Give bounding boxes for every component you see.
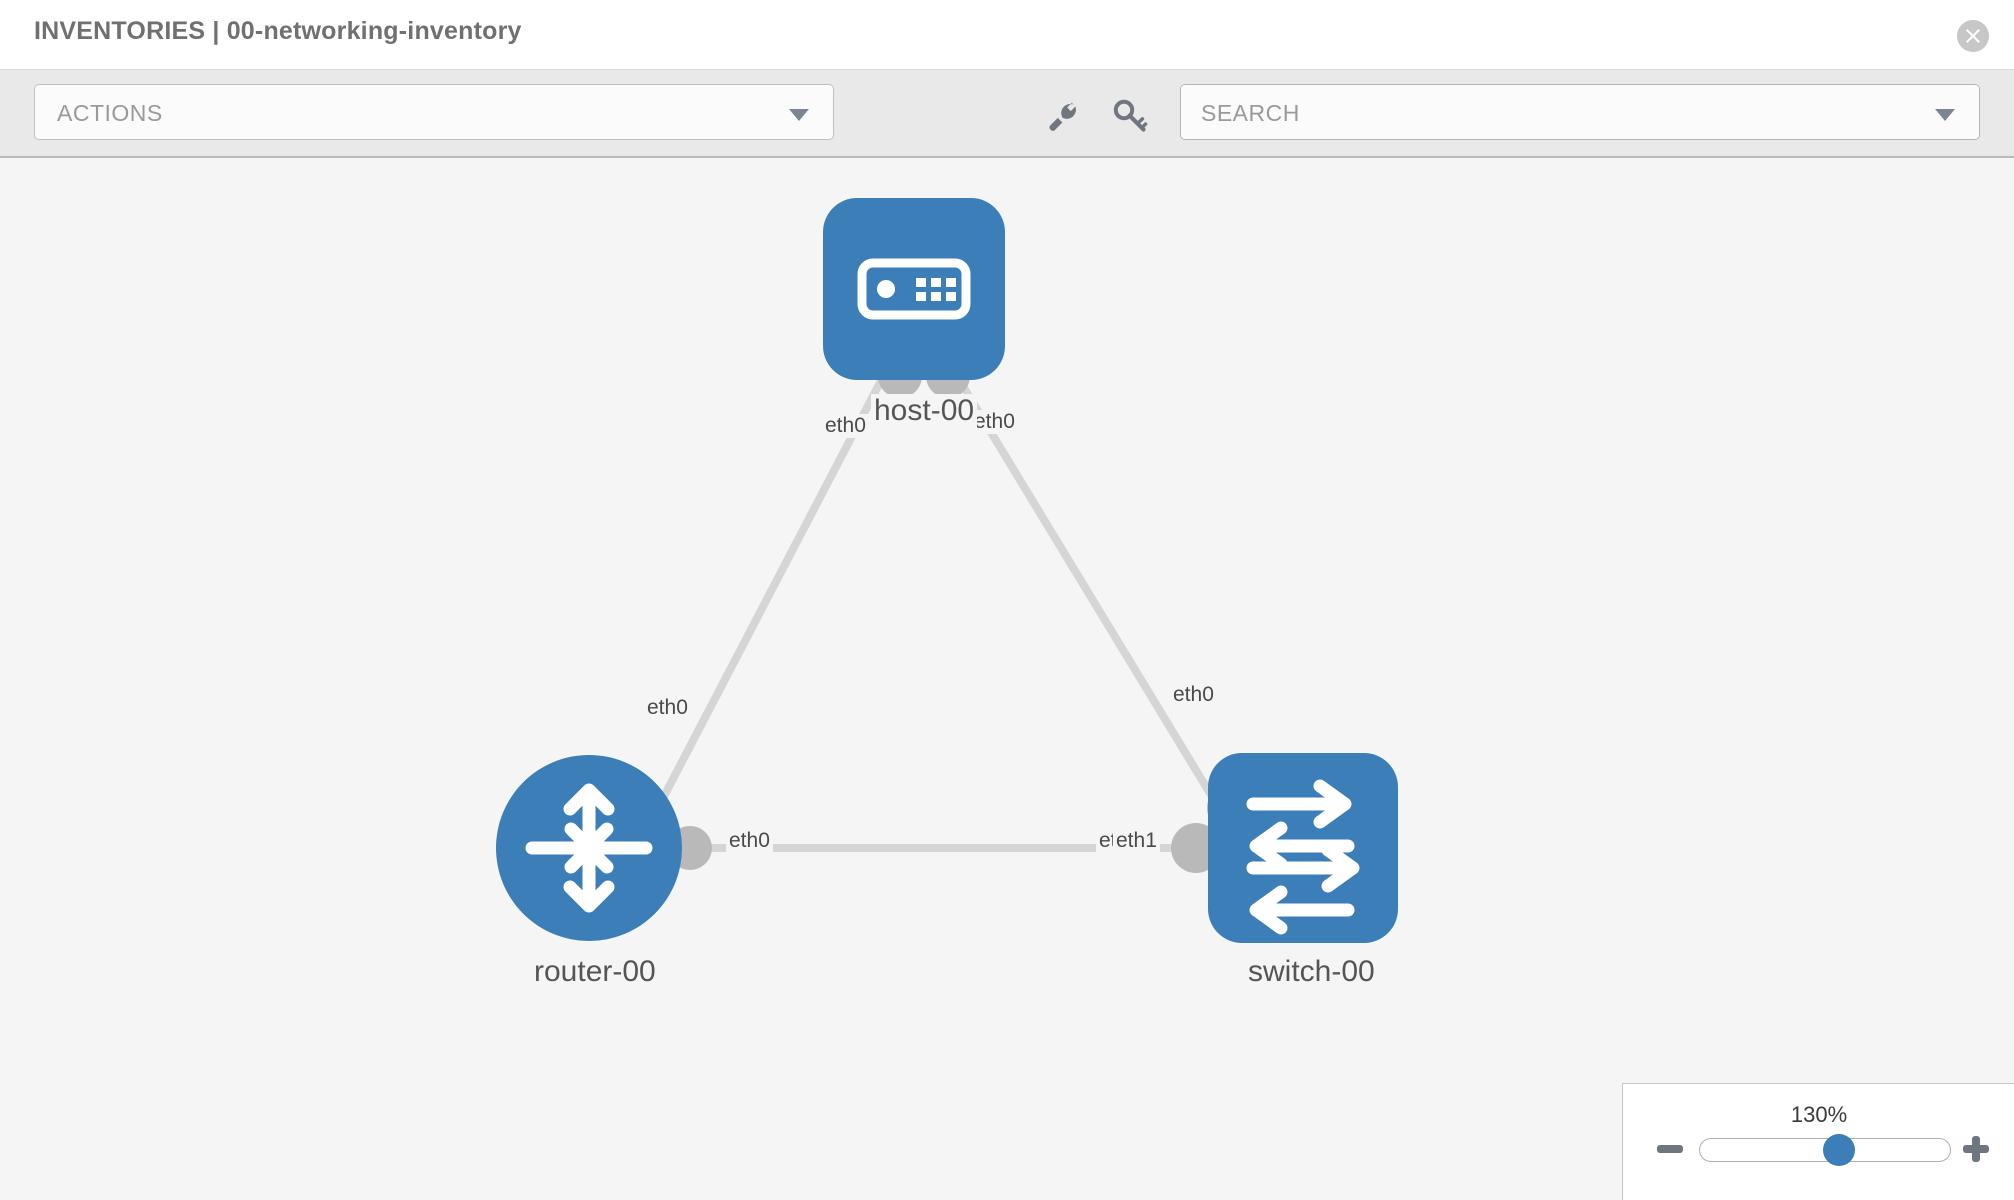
chevron-down-icon xyxy=(789,109,809,121)
search-input[interactable]: SEARCH xyxy=(1180,84,1980,140)
chevron-down-icon[interactable] xyxy=(1935,109,1955,121)
zoom-control-panel: 130% xyxy=(1622,1083,2014,1200)
node-label-switch: switch-00 xyxy=(1245,955,1378,989)
zoom-slider-handle[interactable] xyxy=(1823,1134,1855,1166)
zoom-level-value: 130% xyxy=(1790,1102,1848,1127)
actions-dropdown-label: ACTIONS xyxy=(57,100,163,126)
zoom-in-button[interactable] xyxy=(1959,1132,1993,1166)
port-label: eth0 xyxy=(822,414,869,438)
topology-links xyxy=(646,370,1229,852)
node-router-00[interactable] xyxy=(496,755,682,941)
actions-dropdown[interactable]: ACTIONS xyxy=(34,84,834,140)
link-host-switch xyxy=(951,370,1229,821)
node-label-router: router-00 xyxy=(531,955,659,989)
zoom-out-button[interactable] xyxy=(1653,1132,1687,1166)
page-header: INVENTORIES | 00-networking-inventory xyxy=(0,0,2014,70)
port-label: eth0 xyxy=(644,696,691,720)
toolbar: ACTIONS SEARCH xyxy=(0,70,2014,158)
port-label: eth0 xyxy=(971,410,1018,434)
port-label: eth0 xyxy=(1170,683,1217,707)
topology-graph xyxy=(496,198,1398,943)
router-arrows-icon xyxy=(525,783,653,913)
search-input-placeholder: SEARCH xyxy=(1201,100,1300,126)
key-icon[interactable] xyxy=(1110,96,1150,136)
close-icon[interactable] xyxy=(1957,20,1989,52)
node-switch-00[interactable] xyxy=(1208,753,1398,943)
node-host-00[interactable] xyxy=(823,198,1005,380)
link-host-router xyxy=(646,371,889,825)
server-icon xyxy=(857,258,971,320)
switch-arrows-icon xyxy=(1246,779,1360,935)
port-label: eth0 xyxy=(726,829,773,853)
wrench-icon[interactable] xyxy=(1042,96,1082,136)
port-label: eth1 xyxy=(1113,829,1160,853)
topology-canvas[interactable]: eth0 eth0 host-00 eth0 eth0 eth0 etl eth… xyxy=(0,158,2014,1200)
page-title: INVENTORIES | 00-networking-inventory xyxy=(34,17,522,45)
node-label-host: host-00 xyxy=(871,394,978,428)
